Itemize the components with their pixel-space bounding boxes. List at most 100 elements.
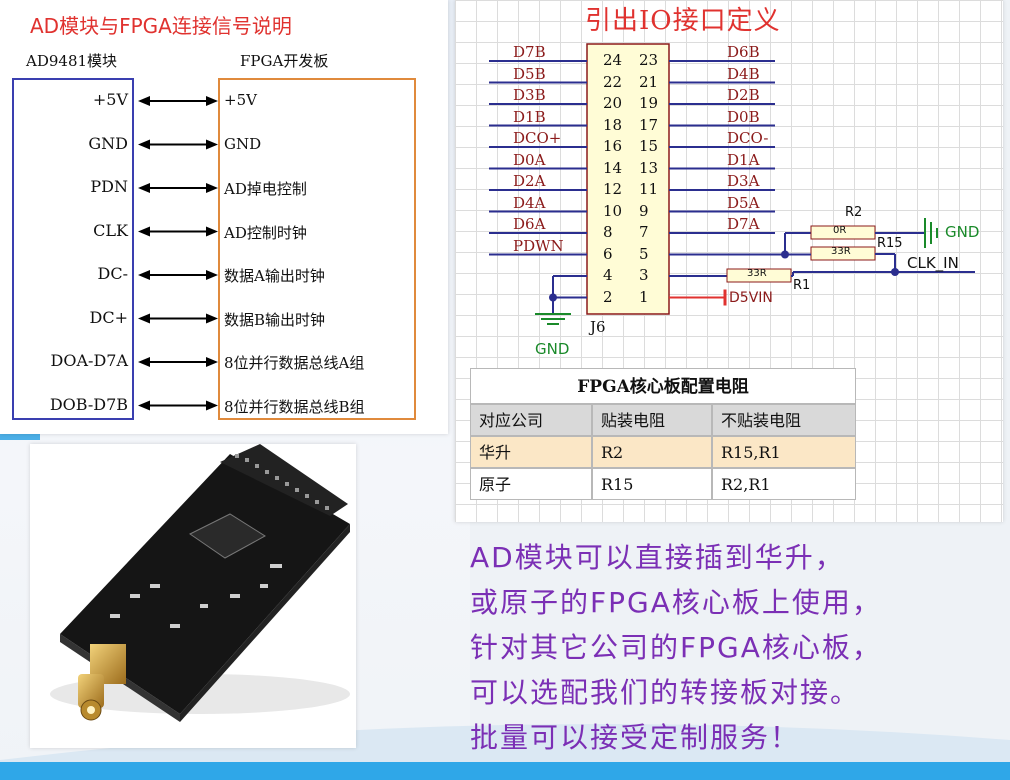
module-signal-label: DC+: [89, 307, 128, 327]
fpga-signal-label: +5V: [224, 91, 257, 109]
pin-number-label: 13: [639, 158, 659, 177]
arrow-head-left-icon: [138, 226, 150, 237]
pin-signal-label: D1A: [727, 150, 760, 169]
pin-signal-label: D2A: [513, 172, 546, 190]
r2-label: R2: [845, 205, 863, 220]
pin-number-label: 7: [639, 223, 649, 241]
pin-signal-label: DCO+: [513, 129, 562, 147]
connector-label: J6: [590, 318, 606, 336]
fpga-signal-label: 数据A输出时钟: [224, 267, 325, 285]
pin-number-label: 18: [603, 115, 623, 134]
module-column-title: AD9481模块: [26, 52, 118, 70]
arrow-head-left-icon: [138, 357, 150, 367]
arrow-head-left-icon: [138, 96, 150, 106]
pin-number-label: 21: [639, 72, 659, 91]
module-signal-label: +5V: [92, 90, 128, 109]
pin-number-label: 16: [603, 137, 623, 155]
table-cell: 华升: [470, 436, 592, 468]
promo-line: 针对其它公司的FPGA核心板，: [470, 631, 882, 664]
bottom-bar: [0, 762, 1010, 780]
arrow-head-right-icon: [206, 183, 218, 193]
pin-number-label: 3: [639, 266, 649, 284]
arrow-head-left-icon: [138, 270, 150, 280]
table-cell: 原子: [470, 468, 592, 500]
table-header-cell: 不贴装电阻: [712, 404, 856, 436]
r15-label: R15: [877, 236, 903, 251]
arrow-head-left-icon: [138, 400, 150, 411]
junction-dot: [549, 293, 557, 302]
pin-signal-label: D0B: [727, 107, 760, 126]
module-signal-label: CLK: [93, 220, 128, 240]
pin-number-label: 2: [603, 287, 613, 306]
arrow-head-right-icon: [206, 226, 218, 237]
fpga-box: [218, 78, 416, 420]
gnd-right-label: GND: [945, 223, 980, 241]
fpga-signal-label: 8位并行数据总线A组: [224, 354, 365, 372]
pin-number-label: 10: [603, 201, 623, 220]
arrow-head-right-icon: [206, 139, 218, 150]
pcb-board-image: [50, 444, 350, 722]
pin-number-label: 8: [603, 223, 613, 241]
table-cell: R2,R1: [712, 468, 856, 500]
pin-schematic: [489, 43, 975, 325]
pin-number-label: 17: [639, 115, 659, 134]
pin-signal-label: D6B: [727, 43, 760, 61]
gnd-left-label: GND: [535, 340, 570, 358]
pin-number-label: 15: [639, 137, 659, 155]
arrow-head-right-icon: [206, 357, 218, 367]
arrow-head-left-icon: [138, 183, 150, 193]
module-signal-label: GND: [88, 133, 128, 153]
pin-signal-label: D3A: [727, 172, 760, 190]
pin-signal-label: DCO-: [727, 129, 769, 147]
pin-number-label: 14: [603, 158, 623, 177]
promo-line: 或原子的FPGA核心板上使用，: [470, 586, 882, 619]
arrow-head-right-icon: [206, 270, 218, 280]
pin-number-label: 12: [603, 180, 623, 198]
pin-signal-label: D5A: [727, 193, 760, 212]
r2-value-label: 0R: [833, 225, 847, 236]
clk-in-label: CLK_IN: [907, 254, 959, 272]
arrow-head-left-icon: [138, 313, 150, 324]
pin-signal-label: D5B: [513, 64, 546, 83]
fpga-signal-label: AD掉电控制: [224, 180, 307, 198]
connection-title: AD模块与FPGA连接信号说明: [30, 14, 292, 38]
table-cell: R15,R1: [712, 436, 856, 468]
pin-signal-label: D1B: [513, 107, 546, 126]
pin-number-label: 4: [603, 266, 613, 284]
d5vin-label: D5VIN: [729, 289, 773, 306]
fpga-signal-label: AD控制时钟: [224, 223, 307, 242]
table-cell: R2: [592, 436, 712, 468]
module-signal-label: DOA-D7A: [50, 351, 128, 370]
arrow-head-right-icon: [206, 313, 218, 324]
pin-signal-label: D7A: [727, 215, 760, 233]
promo-line: 可以选配我们的转接板对接。: [470, 676, 861, 709]
r1-value-label: 33R: [747, 268, 767, 279]
pin-signal-label: D0A: [513, 150, 546, 169]
module-signal-label: PDN: [90, 177, 128, 196]
pin-number-label: 23: [639, 51, 659, 69]
table-header-cell: 贴装电阻: [592, 404, 712, 436]
module-box: [12, 78, 134, 420]
pin-number-label: 11: [639, 180, 659, 198]
pin-signal-label: D4A: [513, 193, 546, 212]
pin-number-label: 9: [639, 201, 649, 220]
arrow-head-right-icon: [206, 400, 218, 411]
junction-dot: [891, 268, 899, 276]
module-signal-label: DOB-D7B: [49, 394, 128, 414]
pin-signal-label: D4B: [727, 64, 760, 83]
connection-panel: AD模块与FPGA连接信号说明 AD9481模块 FPGA开发板 +5V +5V G…: [0, 0, 448, 434]
r1-label: R1: [793, 278, 811, 293]
table-cell: R15: [592, 468, 712, 500]
pin-number-label: 24: [603, 51, 623, 69]
fpga-table-title: FPGA核心板配置电阻: [470, 368, 856, 404]
fpga-column-title: FPGA开发板: [240, 52, 329, 70]
promo-line: AD模块可以直接插到华升，: [470, 541, 845, 574]
pin-signal-label: PDWN: [513, 236, 564, 255]
pin-number-label: 20: [603, 94, 623, 112]
fpga-signal-label: 数据B输出时钟: [224, 310, 326, 329]
r15-value-label: 33R: [831, 246, 851, 257]
pin-number-label: 5: [639, 244, 649, 263]
pin-signal-label: D7B: [513, 43, 546, 61]
pin-number-label: 6: [603, 244, 613, 263]
table-header-cell: 对应公司: [470, 404, 592, 436]
